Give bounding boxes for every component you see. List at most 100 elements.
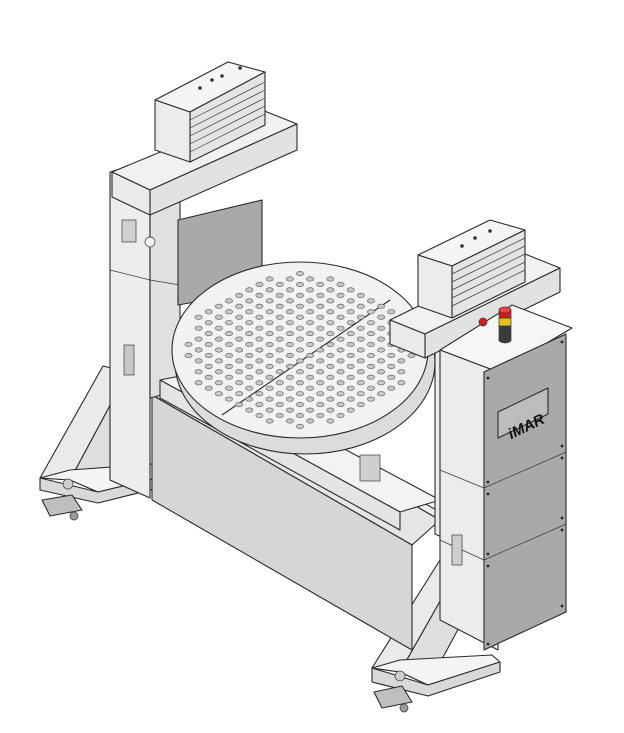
table-hole xyxy=(255,336,264,342)
table-hole xyxy=(306,418,314,424)
table-hole xyxy=(316,314,325,320)
table-hole xyxy=(356,336,365,342)
table-hole xyxy=(326,276,335,282)
table-hole xyxy=(296,314,304,320)
table-hole xyxy=(265,298,274,304)
table-hole xyxy=(255,412,264,418)
table-hole xyxy=(306,298,314,304)
table-hole xyxy=(285,418,294,424)
table-hole xyxy=(377,303,385,309)
table-hole xyxy=(275,412,284,418)
table-hole xyxy=(194,358,203,364)
table-hole xyxy=(296,347,304,353)
table-hole xyxy=(275,380,284,386)
table-hole xyxy=(326,320,335,326)
table-hole xyxy=(356,325,365,331)
table-hole-pattern xyxy=(184,271,416,429)
table-hole xyxy=(255,347,264,353)
table-hole xyxy=(184,341,193,347)
left-column xyxy=(109,159,181,499)
table-hole xyxy=(214,347,223,353)
table-hole xyxy=(387,352,396,358)
table-hole xyxy=(346,385,355,391)
table-hole xyxy=(275,325,284,331)
table-hole xyxy=(387,385,396,391)
table-hole xyxy=(316,391,325,397)
table-hole xyxy=(265,385,274,391)
table-hole xyxy=(214,380,223,386)
table-hole xyxy=(306,363,314,369)
table-hole xyxy=(204,352,213,358)
table-hole xyxy=(377,347,385,353)
table-hole xyxy=(265,320,274,326)
table-hole xyxy=(275,391,284,397)
table-hole xyxy=(204,341,213,347)
table-hole xyxy=(194,325,203,331)
table-hole xyxy=(377,369,385,375)
table-hole xyxy=(204,320,213,326)
table-hole xyxy=(316,358,325,364)
table-hole xyxy=(397,358,406,364)
table-hole xyxy=(336,303,345,309)
table-hole xyxy=(225,298,233,304)
table-hole xyxy=(275,292,284,298)
table-hole xyxy=(306,407,314,413)
table-hole xyxy=(225,331,233,337)
table-hole xyxy=(265,363,274,369)
table-hole xyxy=(296,292,304,298)
table-hole xyxy=(245,298,254,304)
table-hole xyxy=(204,309,213,315)
logo-plate: iMAR xyxy=(497,387,549,443)
table-hole xyxy=(245,396,254,402)
table-hole xyxy=(225,320,233,326)
table-hole xyxy=(326,287,335,293)
table-hole xyxy=(285,298,294,304)
table-hole xyxy=(356,402,365,408)
table-hole xyxy=(225,352,233,358)
table-hole xyxy=(265,374,274,380)
table-hole xyxy=(387,309,396,315)
table-hole xyxy=(194,336,203,342)
table-hole xyxy=(346,407,355,413)
table-hole xyxy=(326,396,335,402)
table-hole xyxy=(367,309,375,315)
table-hole xyxy=(316,281,325,287)
table-hole xyxy=(255,380,264,386)
table-hole xyxy=(296,423,304,429)
table-hole xyxy=(204,363,213,369)
table-hole xyxy=(316,303,325,309)
table-hole xyxy=(214,336,223,342)
table-hole xyxy=(245,309,254,315)
table-hole xyxy=(275,369,284,375)
table-hole xyxy=(387,363,396,369)
table-hole xyxy=(326,385,335,391)
table-hole xyxy=(245,331,254,337)
table-hole xyxy=(377,325,385,331)
table-hole xyxy=(214,325,223,331)
table-hole xyxy=(255,391,264,397)
table-hole xyxy=(275,314,284,320)
table-hole xyxy=(285,309,294,315)
table-hole xyxy=(194,380,203,386)
table-hole xyxy=(326,298,335,304)
table-hole xyxy=(346,341,355,347)
table-hole xyxy=(265,418,274,424)
table-hole xyxy=(214,358,223,364)
table-hole xyxy=(336,281,345,287)
table-hole xyxy=(285,407,294,413)
table-hole xyxy=(326,407,335,413)
table-hole xyxy=(316,292,325,298)
table-hole xyxy=(285,363,294,369)
table-hole xyxy=(265,309,274,315)
table-hole xyxy=(194,369,203,375)
table-hole xyxy=(285,385,294,391)
right-counterweight xyxy=(417,219,526,319)
table-hole xyxy=(194,347,203,353)
table-hole xyxy=(275,281,284,287)
table-hole xyxy=(296,391,304,397)
table-hole xyxy=(326,341,335,347)
table-hole xyxy=(356,347,365,353)
table-hole xyxy=(336,325,345,331)
table-hole xyxy=(296,336,304,342)
